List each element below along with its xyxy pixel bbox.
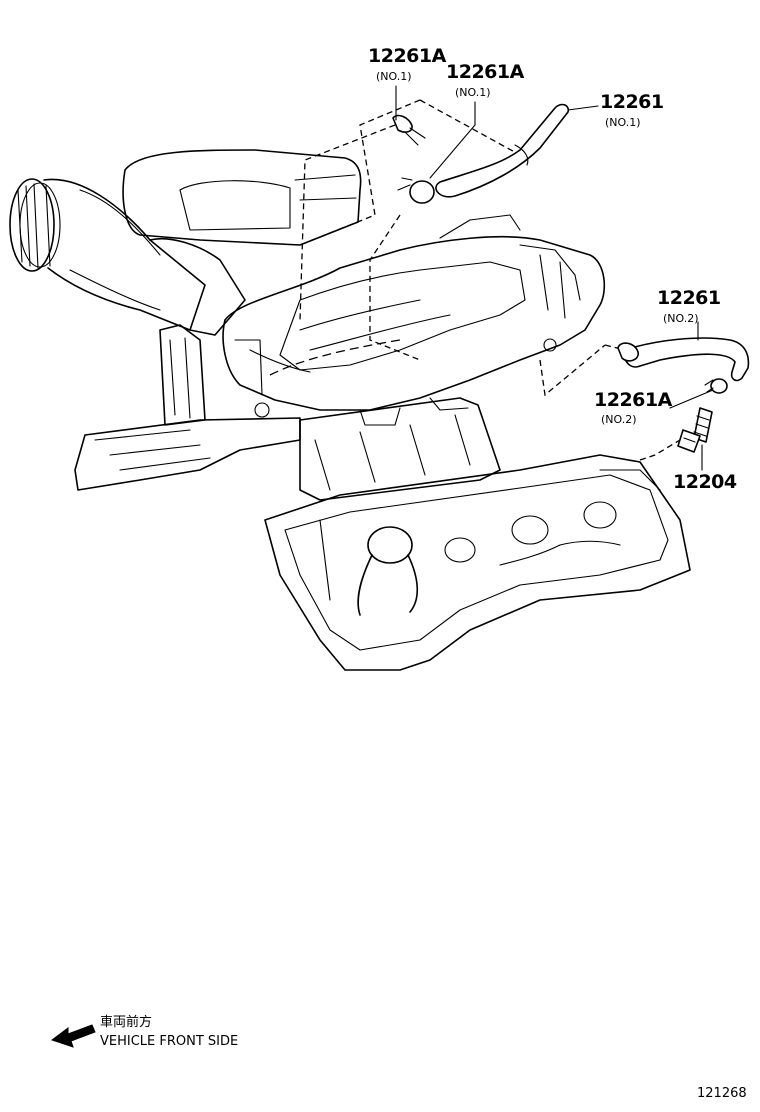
routing-dashed-lines bbox=[269, 99, 681, 461]
cylinder-head-cover-right bbox=[264, 454, 691, 671]
clamp-12261a-no2 bbox=[704, 378, 728, 394]
part-variant-label: (NO.1) bbox=[605, 116, 641, 129]
intake-manifold bbox=[222, 214, 606, 426]
callout-c2: 12261A (NO.1) bbox=[446, 61, 525, 99]
callout-c4: 12261 (NO.2) bbox=[657, 287, 721, 325]
part-number-12261a-no1-lower: 12261A bbox=[446, 61, 525, 83]
hose-12261-no1 bbox=[435, 103, 570, 198]
part-variant-label: (NO.1) bbox=[455, 86, 491, 99]
front-arrow-icon bbox=[50, 1024, 96, 1048]
hose-12261-no2 bbox=[617, 337, 750, 382]
part-number-12261-no1: 12261 bbox=[600, 91, 664, 113]
engine-assembly bbox=[9, 149, 691, 671]
cylinder-head-left bbox=[74, 324, 501, 501]
callout-c3: 12261 (NO.1) bbox=[600, 91, 664, 129]
part-number-12261a-no1-upper: 12261A bbox=[368, 45, 447, 67]
part-variant-label: (NO.1) bbox=[376, 70, 412, 83]
vehicle-front-indicator: 車両前方 VEHICLE FRONT SIDE bbox=[50, 1014, 238, 1049]
air-intake-duct bbox=[9, 178, 246, 336]
illustration-number: 121268 bbox=[697, 1086, 747, 1101]
part-number-12261-no2: 12261 bbox=[657, 287, 721, 309]
leader-c3 bbox=[567, 105, 599, 111]
vehicle-front-en-label: VEHICLE FRONT SIDE bbox=[100, 1034, 238, 1049]
part-variant-label: (NO.2) bbox=[663, 312, 699, 325]
clamp-12261a-no1-lower bbox=[397, 177, 435, 204]
callout-leaders bbox=[395, 85, 714, 471]
part-number-12204: 12204 bbox=[673, 471, 737, 493]
vehicle-front-jp-label: 車両前方 bbox=[100, 1014, 152, 1030]
part-variant-label: (NO.2) bbox=[601, 413, 637, 426]
callout-c1: 12261A (NO.1) bbox=[368, 45, 447, 83]
part-number-12261a-no2: 12261A bbox=[594, 389, 673, 411]
leader-c2b bbox=[429, 124, 476, 179]
callout-c6: 12204 bbox=[673, 471, 737, 493]
pcv-valve-12204 bbox=[677, 407, 713, 453]
air-cleaner-box bbox=[122, 149, 362, 246]
callout-c5: 12261A (NO.2) bbox=[594, 389, 673, 426]
clamp-12261a-no1-upper bbox=[392, 114, 426, 146]
leader-c5 bbox=[669, 389, 714, 409]
